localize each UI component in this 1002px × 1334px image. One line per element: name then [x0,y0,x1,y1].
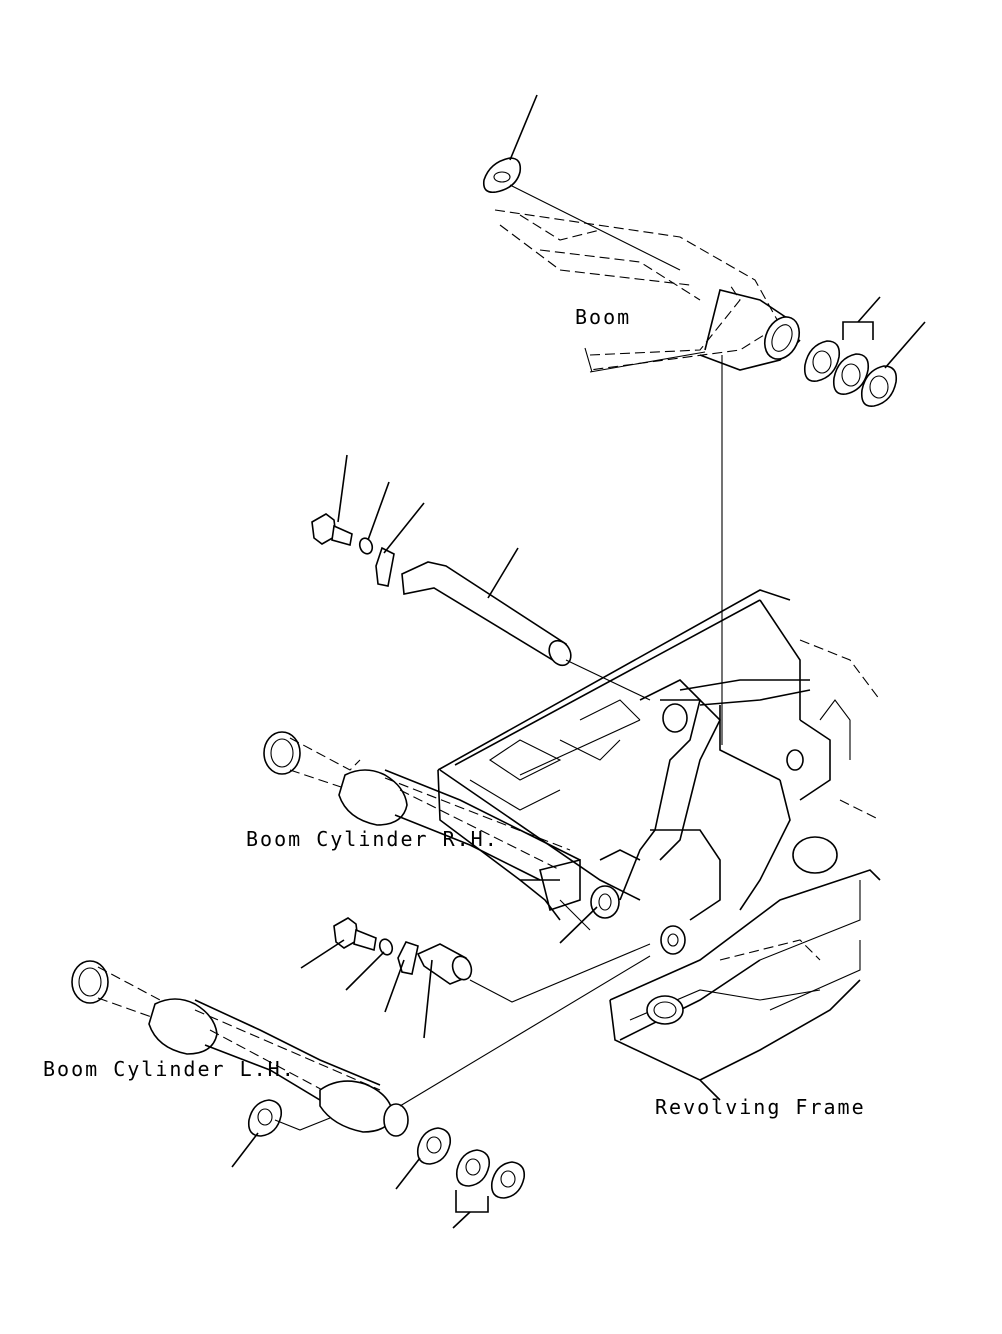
washer-upper [358,537,374,555]
label-revolving-frame: Revolving Frame [655,1095,866,1119]
lock-plate-lower [397,941,419,975]
leader-line [345,951,385,991]
leader-line [452,1211,471,1229]
cylinder-pin-assembly [300,917,651,1039]
leader-line [487,547,519,599]
boom-shims-right [803,340,898,407]
leader-line [384,959,405,1013]
leader-line [383,502,425,554]
leader-line [367,481,390,541]
leader-line [423,959,433,1039]
leader-line [300,939,345,969]
boom-shim-washer [482,157,522,194]
leader-line [395,1157,421,1190]
leader-line [509,94,538,161]
label-boom-cylinder-rh: Boom Cylinder R.H. [246,827,499,851]
washer-lower [378,938,394,956]
cylinder-shims [231,1099,526,1229]
boom-cylinder-lh [71,955,651,1137]
leader-line [337,454,348,523]
label-boom-cylinder-lh: Boom Cylinder L.H. [43,1057,296,1081]
boom-pin-assembly [311,454,651,701]
leader-line [231,1132,259,1168]
lock-plate-upper [375,546,395,587]
boom-assembly [482,94,926,745]
label-boom: Boom [575,305,631,329]
boom-foot-pin [401,561,568,664]
boom-cylinder-rh [263,731,581,881]
leader-line [559,906,598,944]
leader-line [884,321,926,369]
leader-line [857,296,881,323]
revolving-frame [437,589,881,1101]
